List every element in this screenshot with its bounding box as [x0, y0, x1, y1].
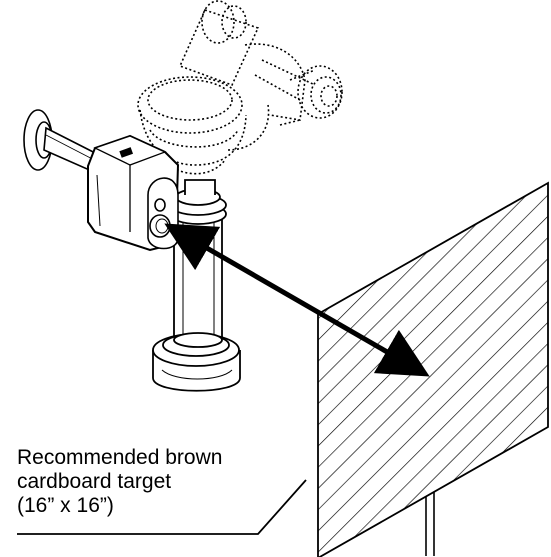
callout-line-3: (16” x 16”) — [17, 494, 114, 517]
callout-leader-line — [17, 479, 307, 535]
callout-line-2: cardboard target — [17, 470, 172, 493]
cardboard-target — [317, 181, 549, 557]
sensing-distance-arrow — [164, 223, 430, 377]
base-flange — [152, 332, 241, 392]
wall-mount — [23, 109, 106, 178]
target-callout: Recommended brown cardboard target (16” … — [17, 446, 222, 518]
sensor-module — [87, 134, 180, 252]
supply-pipe-phantom — [178, 0, 343, 126]
callout-line-1: Recommended brown — [17, 446, 223, 469]
valve-dome-phantom — [137, 76, 270, 175]
target-stand-leg — [425, 492, 435, 556]
flush-valve-phantom — [137, 0, 343, 175]
